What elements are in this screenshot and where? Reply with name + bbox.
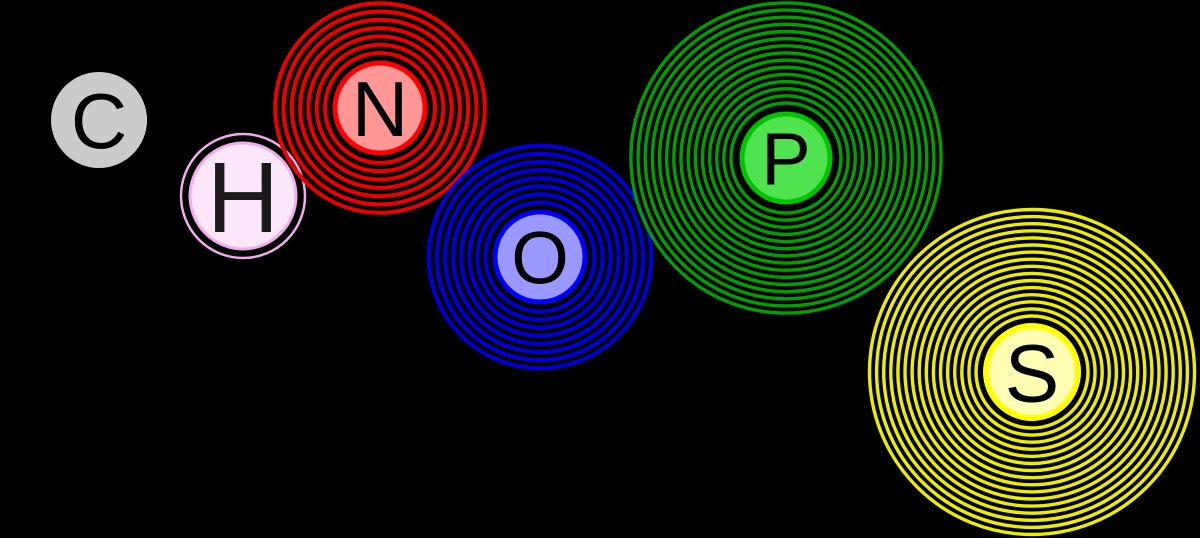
- element-oxygen: O: [426, 143, 654, 371]
- oxygen-ring: [451, 168, 629, 346]
- sulfur-ring: [917, 257, 1147, 487]
- nitrogen-ring: [314, 42, 446, 174]
- oxygen-ring: [434, 151, 646, 363]
- oxygen-core: [492, 209, 588, 305]
- element-phosphorus: P: [629, 1, 943, 315]
- hydrogen-core: [188, 141, 298, 251]
- nitrogen-core: [332, 60, 428, 156]
- sulfur-ring: [924, 264, 1140, 480]
- nitrogen-ring: [281, 9, 479, 207]
- nitrogen-ring: [289, 17, 471, 199]
- oxygen-ring: [426, 143, 654, 371]
- carbon-core: [51, 72, 147, 168]
- phosphorus-ring: [722, 94, 850, 222]
- carbon-symbol: C: [71, 77, 127, 165]
- sulfur-ring: [903, 243, 1161, 501]
- phosphorus-ring: [700, 72, 872, 244]
- phosphorus-ring: [650, 22, 922, 294]
- sulfur-ring: [945, 285, 1119, 459]
- phosphorus-ring: [679, 51, 893, 265]
- phosphorus-ring: [636, 8, 936, 308]
- sulfur-ring: [931, 271, 1133, 473]
- sulfur-ring: [896, 236, 1168, 508]
- phosphorus-ring: [686, 58, 886, 258]
- phosphorus-ring: [664, 36, 908, 280]
- phosphorus-core: [739, 111, 833, 205]
- phosphorus-ring: [629, 1, 943, 315]
- sulfur-ring: [889, 229, 1175, 515]
- oxygen-symbol: O: [511, 217, 569, 300]
- sulfur-ring: [882, 221, 1183, 523]
- oxygen-ring: [483, 200, 597, 314]
- sulfur-ring: [867, 207, 1197, 537]
- nitrogen-ring: [273, 1, 487, 215]
- phosphorus-symbol: P: [761, 118, 810, 201]
- sulfur-ring: [938, 278, 1126, 466]
- element-hydrogen: H: [179, 132, 307, 260]
- oxygen-ring: [443, 160, 637, 354]
- phosphorus-ring: [715, 86, 858, 230]
- nitrogen-symbol: N: [352, 65, 408, 153]
- phosphorus-ring: [672, 44, 900, 272]
- sulfur-ring: [953, 293, 1112, 452]
- nitrogen-ring: [323, 51, 437, 165]
- hydrogen-ring: [179, 132, 307, 260]
- oxygen-ring: [475, 192, 605, 322]
- sulfur-ring: [874, 214, 1190, 530]
- phosphorus-ring: [657, 29, 915, 287]
- sulfur-symbol: S: [1005, 329, 1060, 420]
- phosphorus-ring: [707, 79, 865, 237]
- sulfur-core: [983, 323, 1081, 421]
- oxygen-ring: [459, 176, 621, 338]
- sulfur-ring: [974, 314, 1090, 430]
- element-nitrogen: N: [273, 1, 487, 215]
- phosphorus-ring: [729, 101, 843, 215]
- sulfur-ring: [967, 307, 1097, 437]
- phosphorus-ring: [693, 65, 879, 251]
- sulfur-ring: [960, 300, 1104, 444]
- hydrogen-symbol: H: [207, 142, 279, 254]
- sulfur-ring: [910, 250, 1154, 494]
- nitrogen-ring: [298, 26, 462, 190]
- nitrogen-ring: [306, 34, 454, 182]
- oxygen-ring: [467, 184, 613, 330]
- element-carbon: C: [51, 72, 147, 168]
- element-sulfur: S: [867, 207, 1197, 537]
- phosphorus-ring: [643, 15, 929, 301]
